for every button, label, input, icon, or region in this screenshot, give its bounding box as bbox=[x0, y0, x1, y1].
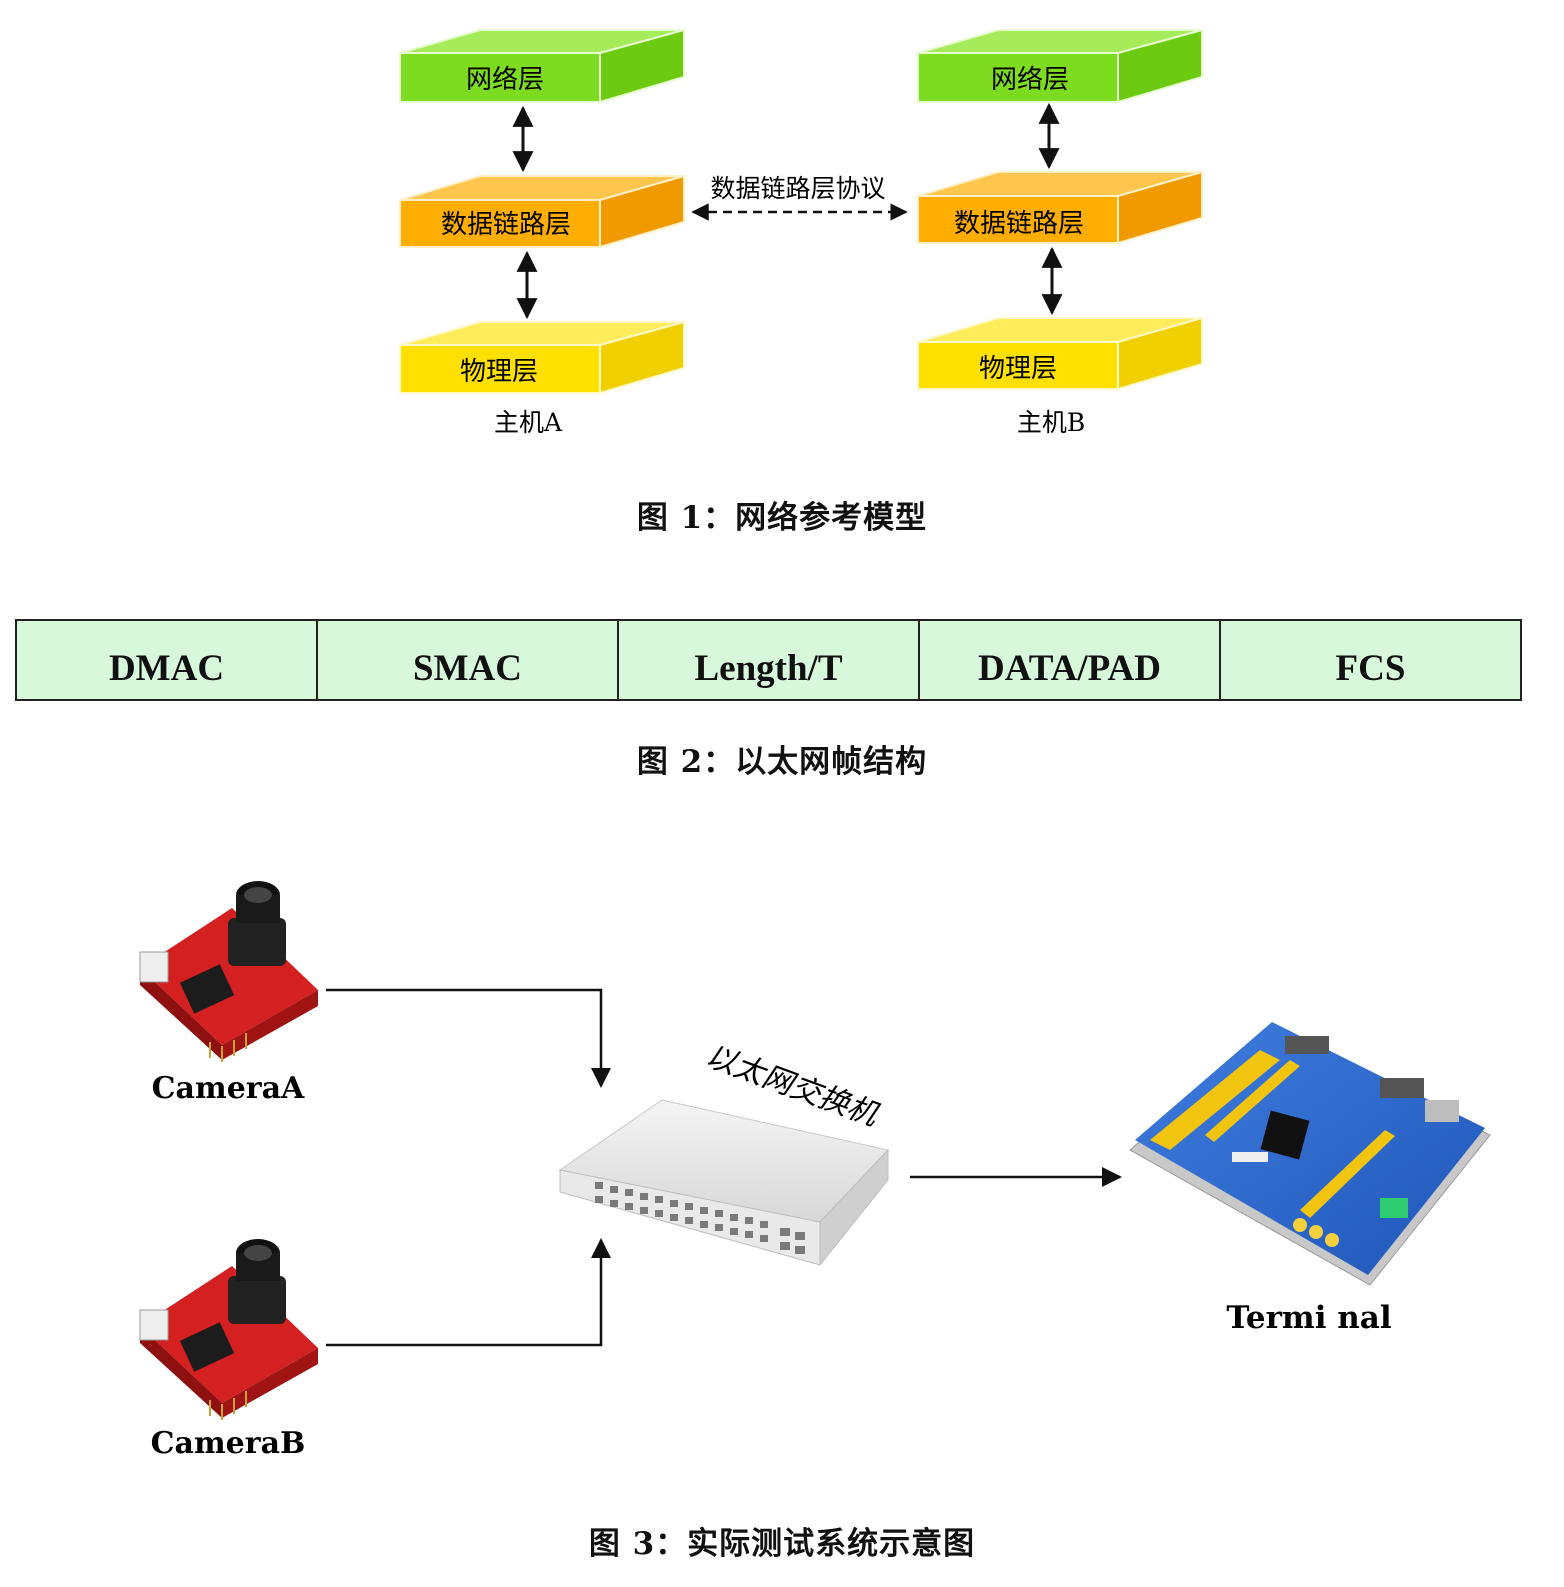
figure-1-caption: 图 1：网络参考模型 bbox=[636, 500, 928, 536]
ethernet-frame-table: DMAC SMAC Length/T DATA/PAD FCS bbox=[15, 619, 1522, 701]
frame-field-dmac: DMAC bbox=[108, 648, 225, 689]
host-a-datalink-layer-label: 数据链路层 bbox=[441, 210, 571, 240]
figure-3-caption: 图 3：实际测试系统示意图 bbox=[588, 1526, 976, 1562]
host-b-datalink-layer: 数据链路层 bbox=[917, 170, 1203, 245]
terminal-board-image bbox=[1129, 1022, 1491, 1286]
frame-field-length-type: Length/T bbox=[617, 621, 918, 699]
host-b-network-layer-label: 网络层 bbox=[991, 65, 1069, 95]
host-b-network-layer: 网络层 bbox=[917, 28, 1203, 104]
camera-b-image bbox=[139, 1239, 318, 1420]
ethernet-switch-image bbox=[558, 1099, 889, 1267]
frame-field-fcs: FCS bbox=[1219, 621, 1520, 699]
camera-b-to-switch-line bbox=[326, 1238, 611, 1347]
test-system-diagram: CameraA CameraB bbox=[139, 881, 1491, 1461]
host-b-physical-layer-label: 物理层 bbox=[979, 354, 1057, 384]
camera-a-to-switch-line bbox=[326, 988, 611, 1088]
network-reference-model-diagram: 网络层 数据链路层 物理层 主机A 网络层 bbox=[399, 28, 1203, 437]
host-b-stack: 网络层 数据链路层 物理层 主机B bbox=[917, 28, 1203, 437]
host-b-label: 主机B bbox=[1017, 408, 1085, 437]
figure-2-caption: 图 2：以太网帧结构 bbox=[636, 744, 928, 780]
host-a-label: 主机A bbox=[494, 408, 563, 437]
host-b-datalink-layer-label: 数据链路层 bbox=[954, 209, 1084, 239]
camera-b-label: CameraB bbox=[151, 1426, 306, 1461]
camera-a-label: CameraA bbox=[152, 1071, 305, 1106]
terminal-label: Termi nal bbox=[1226, 1300, 1391, 1336]
host-a-network-layer-label: 网络层 bbox=[466, 65, 544, 95]
host-a-physical-layer: 物理层 bbox=[399, 320, 685, 395]
host-a-physical-layer-label: 物理层 bbox=[460, 357, 538, 387]
host-b-physical-layer: 物理层 bbox=[917, 316, 1203, 391]
host-a-network-layer: 网络层 bbox=[399, 28, 685, 104]
datalink-protocol-label: 数据链路层协议 bbox=[710, 174, 885, 203]
host-a-datalink-layer: 数据链路层 bbox=[399, 174, 685, 249]
camera-a-image bbox=[139, 881, 318, 1062]
host-a-stack: 网络层 数据链路层 物理层 主机A bbox=[399, 28, 685, 437]
frame-field-data-pad: DATA/PAD bbox=[918, 621, 1219, 699]
frame-field-smac: SMAC bbox=[316, 621, 617, 699]
